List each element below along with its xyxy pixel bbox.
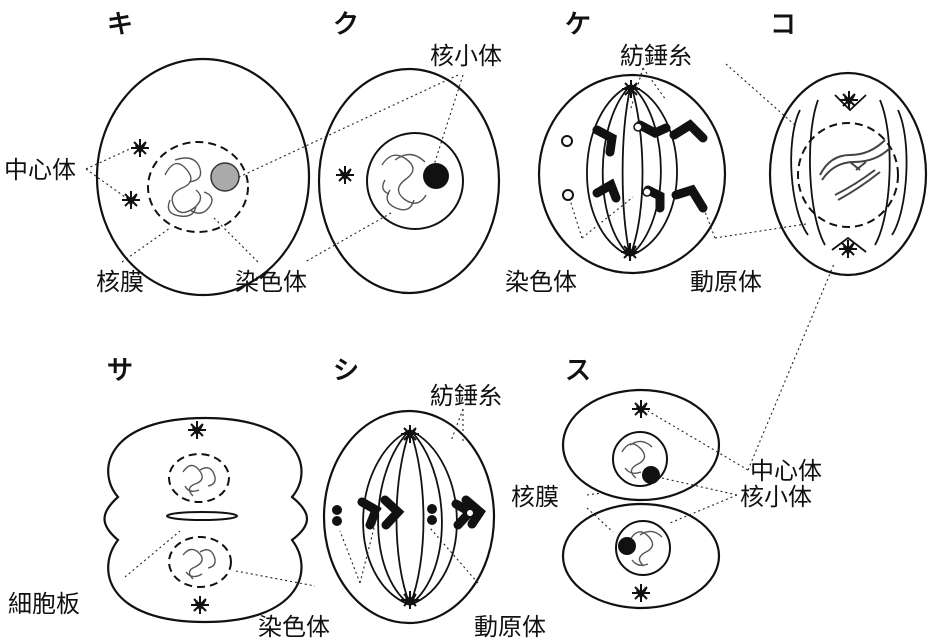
- cell-ke: [537, 73, 727, 275]
- nuclear-membrane-ki: [147, 141, 249, 233]
- label-nuclear-membrane-1: 核膜: [96, 268, 144, 296]
- centrosome-sa-top: [186, 419, 208, 441]
- label-spindle-2: 紡錘糸: [430, 382, 502, 410]
- centrosome-shi-top: [399, 423, 421, 445]
- nucleolus-su-top: [642, 466, 660, 484]
- cell-plate-shape: [166, 511, 238, 521]
- nuclear-membrane-ku: [366, 132, 464, 230]
- centrosome-ke-bottom: [619, 241, 641, 263]
- nucleolus-ku: [423, 163, 449, 189]
- label-centrosome-1: 中心体: [4, 156, 76, 184]
- centrosome-ke-top: [620, 78, 642, 100]
- centrosome-su-bottom: [630, 582, 652, 604]
- leader-lines: [85, 63, 835, 587]
- centrosome-ki-top: [129, 137, 151, 159]
- label-nucleolus-2: 核小体: [740, 483, 812, 511]
- label-chromosome-1: 染色体: [235, 268, 307, 296]
- nucleolus-su-bottom: [618, 537, 636, 555]
- centrosome-ki-bottom: [120, 189, 142, 211]
- panel-label-sa: サ: [107, 356, 133, 386]
- cell-shi: [322, 409, 496, 625]
- cell-sa: [103, 416, 309, 624]
- label-chromosome-2: 染色体: [505, 268, 577, 296]
- label-nucleolus-1: 核小体: [430, 42, 502, 70]
- label-cell-plate: 細胞板: [8, 590, 80, 618]
- label-kinetochore-1: 動原体: [690, 268, 762, 296]
- cell-ko: [768, 71, 928, 277]
- panel-label-ku: ク: [333, 10, 359, 40]
- centrosome-su-top: [630, 398, 652, 420]
- centrosome-shi-bottom: [399, 589, 421, 611]
- label-nuclear-membrane-2: 核膜: [511, 483, 559, 511]
- panel-label-shi: シ: [333, 356, 359, 386]
- label-spindle-1: 紡錘糸: [620, 42, 692, 70]
- cell-ki: [95, 57, 311, 297]
- cell-ku: [317, 67, 501, 295]
- centrosome-sa-bottom: [189, 594, 211, 616]
- centrosome-ku: [334, 164, 356, 186]
- nuclear-membrane-ko: [797, 122, 899, 228]
- label-centrosome-2: 中心体: [750, 457, 822, 485]
- panel-label-ki: キ: [107, 10, 133, 40]
- panel-label-su: ス: [565, 356, 591, 386]
- centrosome-ko-top: [838, 89, 860, 111]
- label-kinetochore-2: 動原体: [474, 613, 546, 641]
- panel-label-ke: ケ: [565, 10, 591, 40]
- label-chromosome-3: 染色体: [258, 613, 330, 641]
- panel-label-ko: コ: [770, 10, 796, 40]
- nucleolus-ki: [210, 162, 240, 192]
- cell-su: [561, 388, 721, 610]
